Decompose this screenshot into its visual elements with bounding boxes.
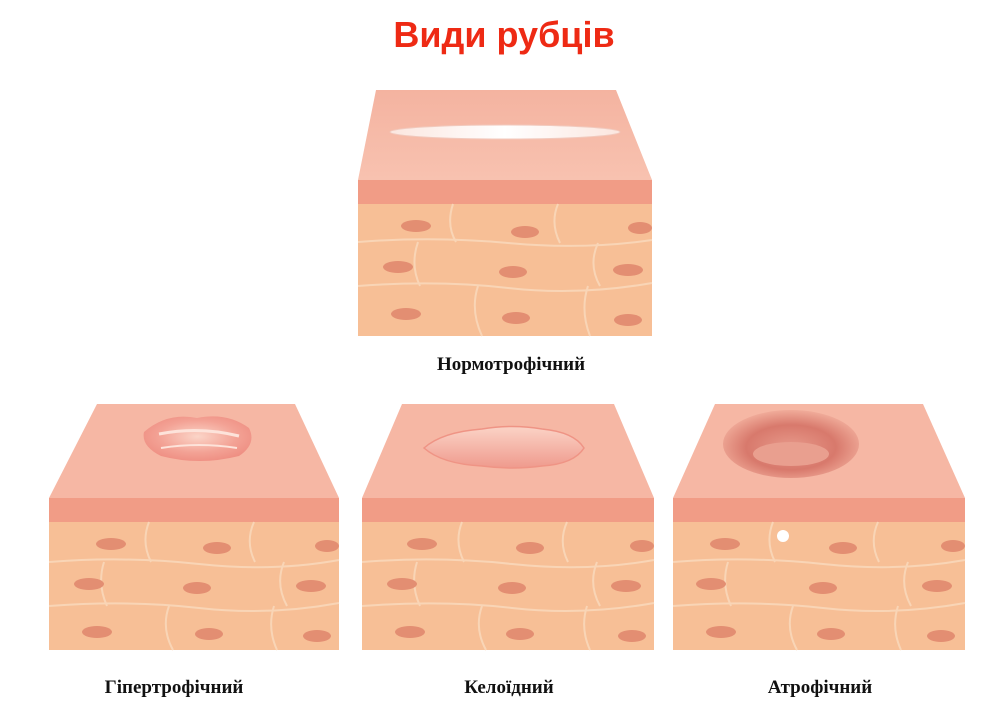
skin-diagram-normotrophic [358,90,653,337]
skin-block-normotrophic [358,90,654,338]
label-normotrophic: Нормотрофічний [436,354,586,375]
epidermis-layer [49,498,339,522]
cell-nuclei [383,220,652,326]
skin-block-keloid [362,404,656,652]
skin-block-hypertrophic [49,404,341,652]
scar-floor [753,442,829,466]
keloid-scar [422,425,585,469]
skin-diagram-hypertrophic [49,404,340,651]
cell-nuclei [696,538,965,642]
label-keloid: Келоїдний [464,677,554,698]
epidermis-layer [358,180,652,204]
skin-diagram-keloid [362,404,655,651]
epidermis-layer [362,498,654,522]
scar-highlight [160,444,238,449]
hypertrophic-scar [143,416,252,461]
cell-walls [358,203,653,337]
scar-highlight [158,428,240,438]
label-atrophic: Атрофічний [767,677,873,698]
skin-block-atrophic [673,404,967,652]
epidermis-layer [673,498,965,522]
skin-diagram-atrophic [673,404,966,651]
label-hypertrophic: Гіпертрофічний [104,677,244,698]
page-title: Види рубців [393,14,615,55]
cell-nuclei [387,538,654,642]
normotrophic-scar-line [389,124,621,140]
cell-nuclei [74,538,339,642]
white-dot-marker [777,530,789,542]
